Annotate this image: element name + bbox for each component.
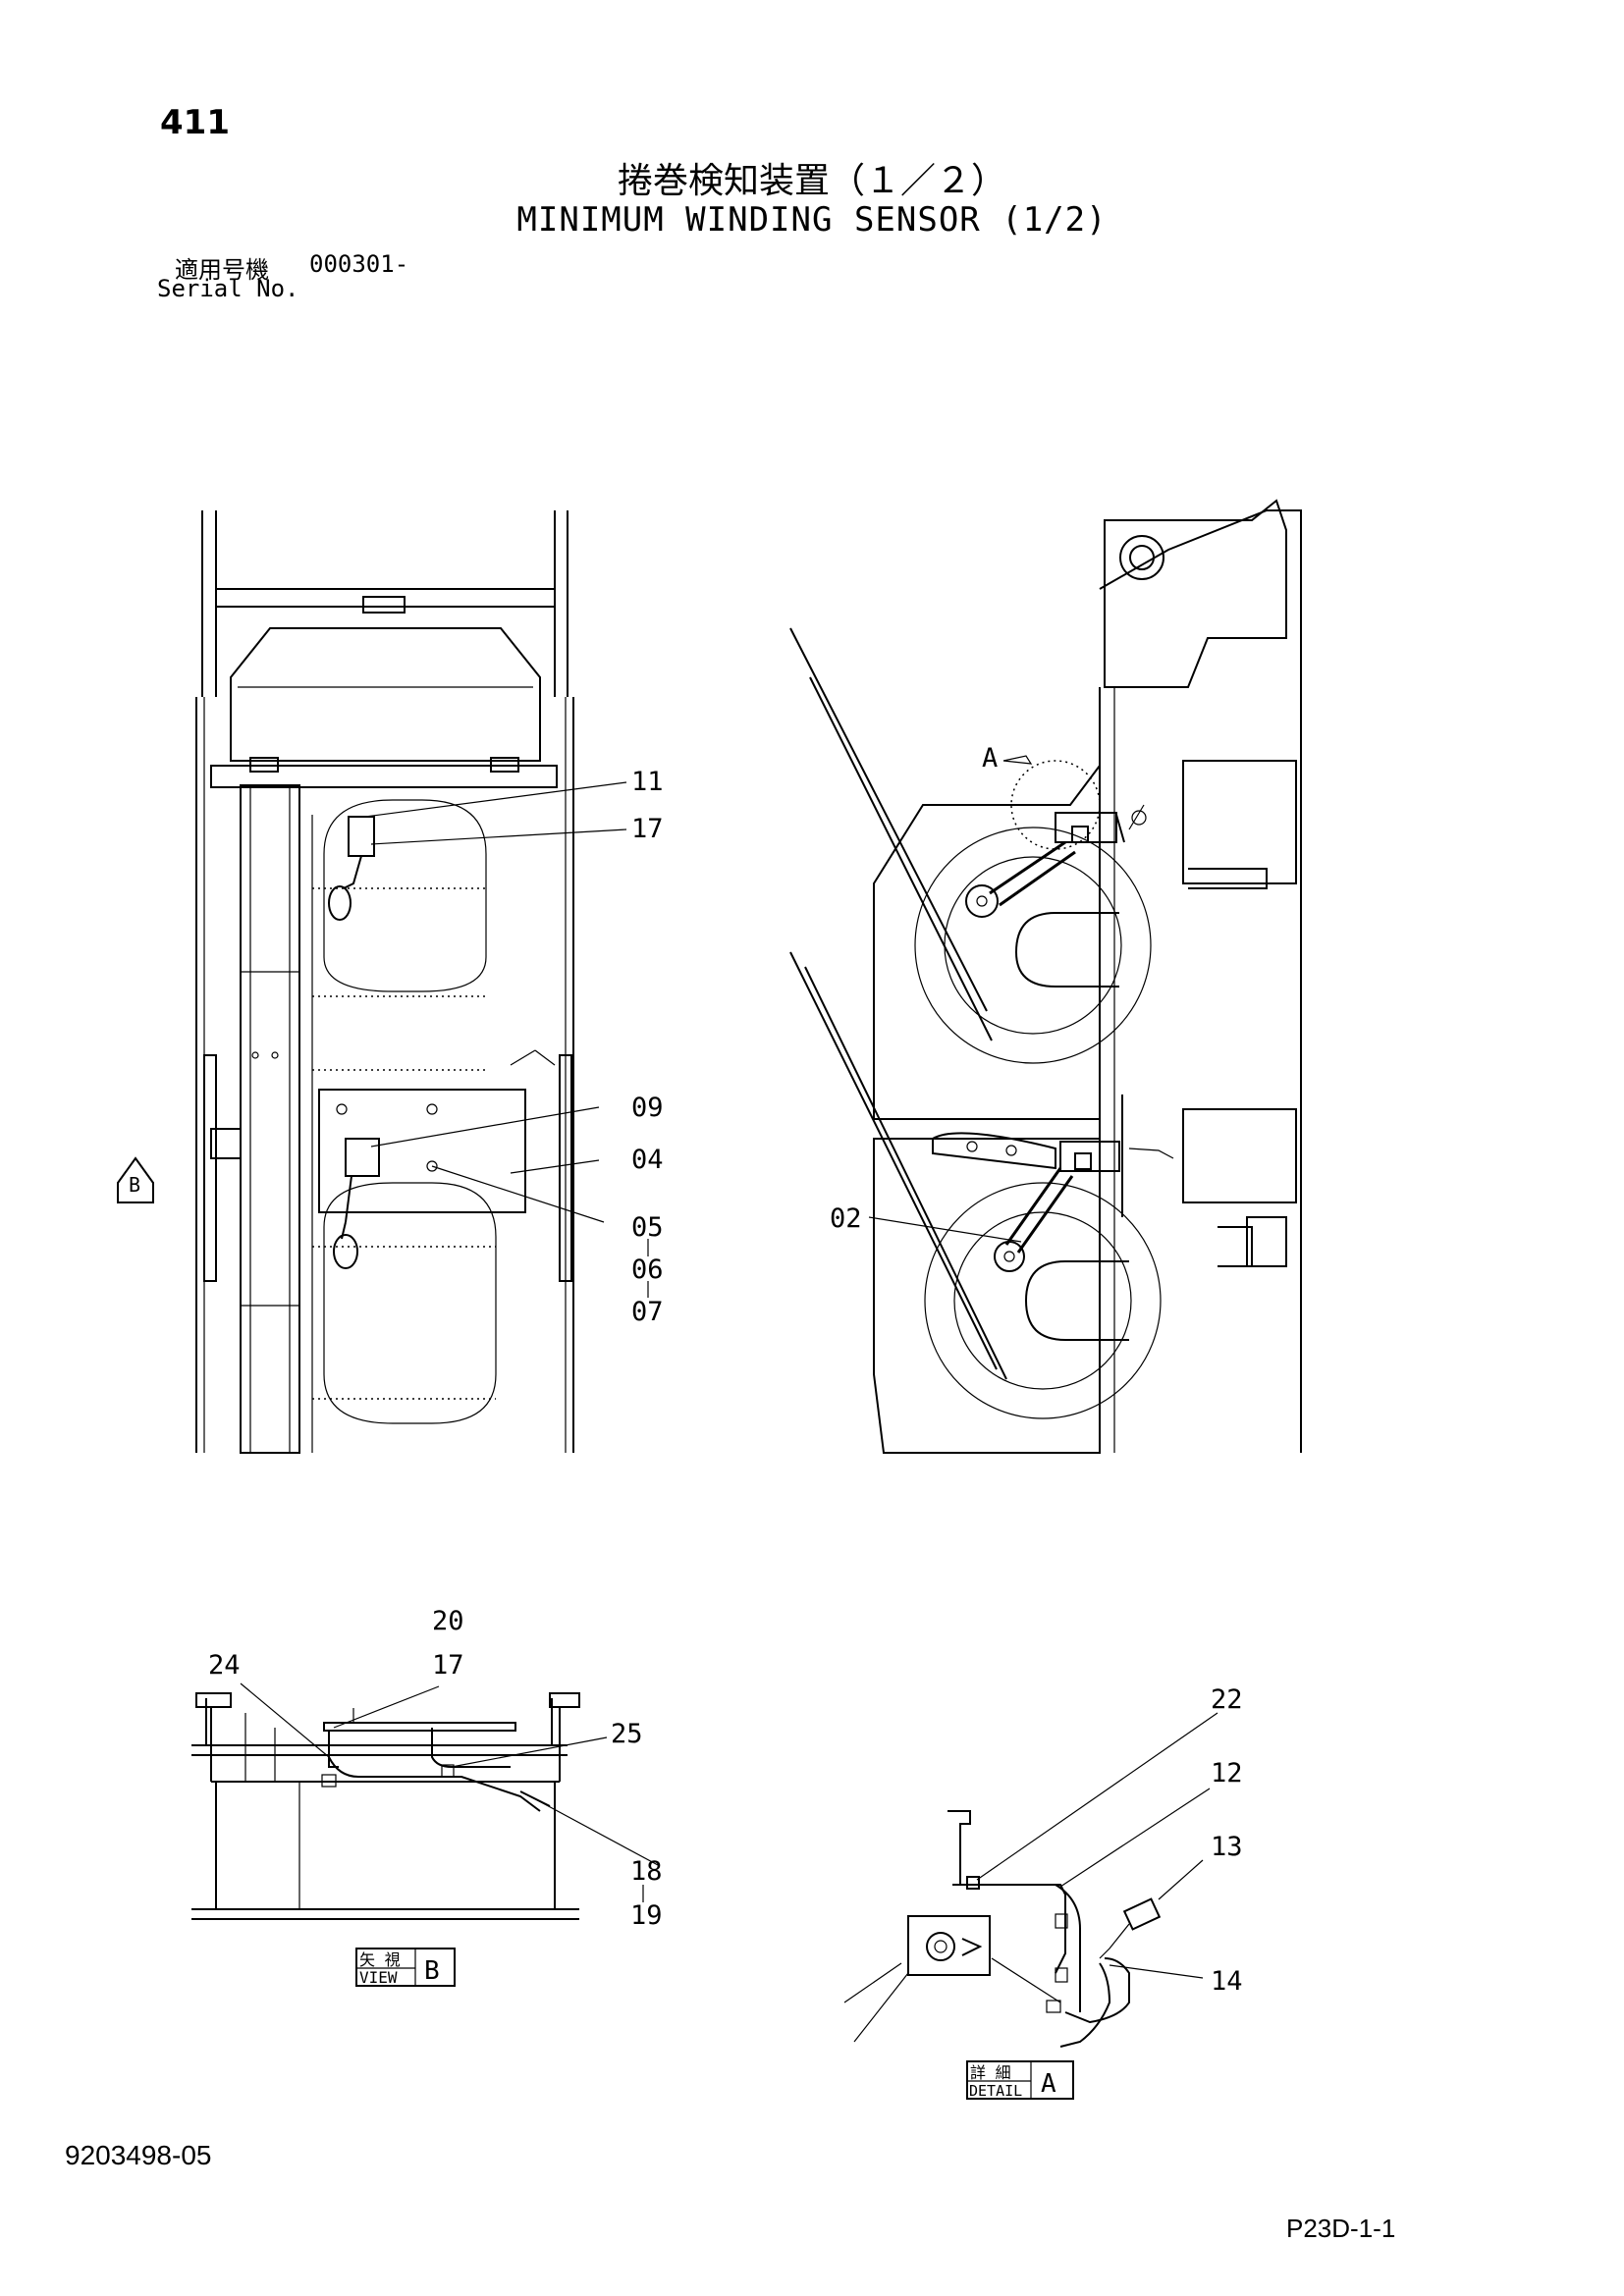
callout-06: 06: [631, 1255, 664, 1285]
callout-11: 11: [631, 767, 664, 797]
leaders-detail-a: [976, 1712, 1218, 1979]
serial-label-en: Serial No.: [157, 275, 299, 302]
callout-14: 14: [1211, 1966, 1243, 1997]
svg-text:B: B: [424, 1956, 440, 1986]
callout-22: 22: [1211, 1684, 1243, 1715]
callout-05: 05: [631, 1212, 664, 1243]
svg-text:B: B: [129, 1173, 140, 1197]
callout-18: 18: [630, 1856, 663, 1887]
svg-text:矢 視: 矢 視: [359, 1950, 401, 1969]
detail-a-label: 詳 細 DETAIL A: [966, 2060, 1074, 2100]
document-id: 9203498-05: [65, 2140, 212, 2170]
view-b-drawing: [191, 1692, 580, 1920]
page-code: P23D-1-1: [1286, 2214, 1396, 2243]
callout-19: 19: [630, 1900, 663, 1931]
callout-24: 24: [208, 1650, 241, 1681]
callout-02: 02: [830, 1203, 862, 1234]
callout-09: 09: [631, 1093, 664, 1123]
page-title-en: MINIMUM WINDING SENSOR (1/2): [516, 200, 1108, 240]
view-b-label: 矢 視 VIEW B: [355, 1948, 456, 1987]
view-b-marker: B: [117, 1156, 154, 1203]
detail-a-arrow: [1002, 755, 1033, 765]
leader-02: [868, 1216, 1022, 1243]
callout-13: 13: [1211, 1832, 1243, 1862]
callout-A: A: [982, 743, 998, 774]
callout-12: 12: [1211, 1758, 1243, 1789]
detail-a-drawing: [843, 1810, 1162, 2048]
page-title-jp: 捲巻検知装置（１／２）: [617, 161, 1006, 201]
callout-20: 20: [432, 1606, 464, 1636]
callout-25: 25: [611, 1719, 643, 1749]
callout-04: 04: [631, 1145, 664, 1175]
serial-label-jp: 適用号機: [175, 256, 269, 284]
main-view-right: [789, 499, 1302, 1454]
svg-text:詳 細: 詳 細: [970, 2063, 1011, 2082]
callout-17: 17: [631, 814, 664, 844]
svg-text:A: A: [1041, 2069, 1056, 2099]
svg-text:DETAIL: DETAIL: [969, 2082, 1022, 2100]
leaders-view-b: [240, 1682, 659, 1902]
page-number: 411: [160, 103, 230, 142]
callout-17b: 17: [432, 1650, 464, 1681]
serial-number: 000301-: [309, 250, 409, 278]
main-view-left: [195, 510, 574, 1454]
svg-text:VIEW: VIEW: [359, 1968, 398, 1987]
callout-07: 07: [631, 1297, 664, 1327]
leaders-left-main: [364, 781, 649, 1298]
